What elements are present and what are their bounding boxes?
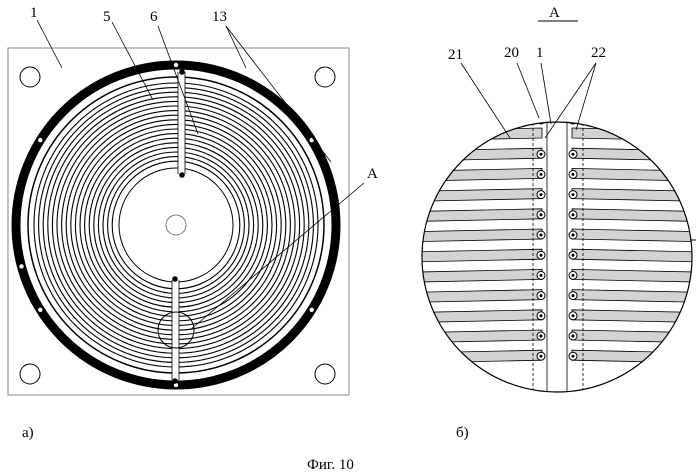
- terminal-left-dot: [540, 294, 543, 297]
- terminal-left-dot: [540, 314, 543, 317]
- terminal-left-dot: [540, 254, 543, 257]
- callout-6: 6: [150, 9, 158, 25]
- callout-21: 21: [448, 47, 463, 63]
- terminal-right-dot: [572, 335, 575, 338]
- callout-1: 1: [30, 5, 38, 21]
- terminal-left-dot: [540, 193, 543, 196]
- callout-22: 22: [591, 45, 606, 61]
- callout-13: 13: [212, 9, 227, 25]
- terminal-right-dot: [572, 153, 575, 156]
- ring-hole: [309, 138, 314, 143]
- terminal-right-dot: [572, 294, 575, 297]
- upper-cut-terminal-top: [179, 69, 185, 75]
- ring-hole: [38, 307, 43, 312]
- ring-hole: [38, 138, 43, 143]
- callout-a: A: [367, 166, 378, 182]
- terminal-left-dot: [540, 355, 543, 358]
- terminal-left-dot: [540, 234, 543, 237]
- ring-hole: [19, 264, 24, 269]
- terminal-right-dot: [572, 254, 575, 257]
- ring-hole: [309, 307, 314, 312]
- ring-hole: [173, 62, 178, 67]
- lower-cut-terminal-top: [172, 276, 178, 282]
- detail-title: A: [549, 5, 560, 21]
- terminal-right-dot: [572, 213, 575, 216]
- terminal-right-dot: [572, 274, 575, 277]
- corner-hole-bottom-left: [20, 364, 40, 384]
- terminal-right-dot: [572, 355, 575, 358]
- panel-a: 1 5 6 13 A а): [8, 5, 378, 441]
- callout-20: 20: [504, 45, 519, 61]
- corner-hole-top-left: [20, 67, 40, 87]
- corner-hole-bottom-right: [315, 364, 335, 384]
- central-opening: [119, 168, 233, 282]
- upper-cut: [178, 69, 185, 178]
- panel-b-label: б): [456, 425, 469, 441]
- terminal-left-dot: [540, 213, 543, 216]
- detail-gap: [547, 110, 567, 400]
- terminal-left-dot: [540, 274, 543, 277]
- corner-hole-top-right: [315, 67, 335, 87]
- terminal-right-dot: [572, 234, 575, 237]
- lower-cut-terminal-bottom: [172, 378, 178, 384]
- panel-b: A 21 20 1 22 б): [400, 5, 699, 441]
- panel-a-label: а): [22, 425, 34, 441]
- terminal-left-dot: [540, 173, 543, 176]
- terminal-right-dot: [572, 193, 575, 196]
- detail-view: [400, 110, 699, 400]
- lower-cut: [172, 276, 179, 384]
- figure-caption: Фиг. 10: [307, 457, 354, 473]
- upper-cut-terminal-bottom: [179, 172, 185, 178]
- terminal-right-dot: [572, 173, 575, 176]
- callout-1-detail: 1: [536, 45, 544, 61]
- terminal-left-dot: [540, 335, 543, 338]
- terminal-right-dot: [572, 314, 575, 317]
- terminal-left-dot: [540, 153, 543, 156]
- callout-5: 5: [103, 9, 111, 25]
